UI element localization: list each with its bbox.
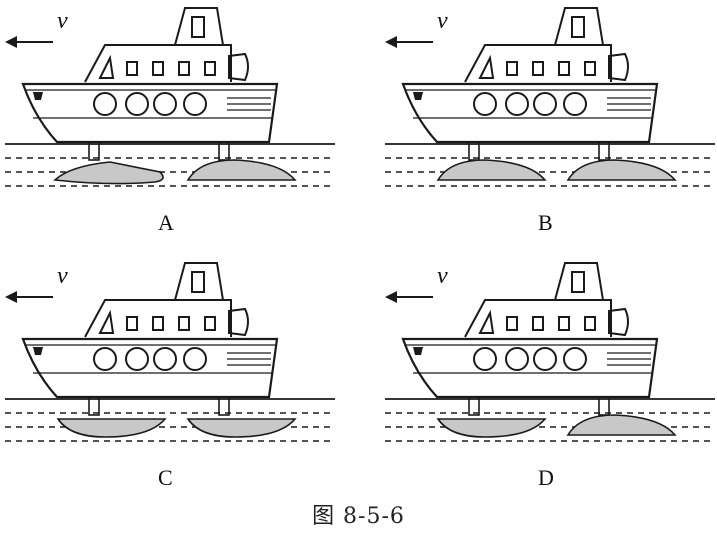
hydrofoil-front xyxy=(53,161,164,185)
cabin-triangle-window xyxy=(478,309,495,334)
ship-tower xyxy=(554,7,604,46)
foil-strut xyxy=(218,396,230,416)
cabin-window xyxy=(506,61,518,76)
panel-label: D xyxy=(538,465,554,490)
cabin-window xyxy=(558,61,570,76)
panel-label: A xyxy=(158,210,174,235)
panel-label: C xyxy=(158,465,173,490)
panel-a: v A xyxy=(5,0,345,245)
ship-hull xyxy=(21,337,279,399)
ship-tower xyxy=(554,262,604,301)
porthole xyxy=(505,347,529,371)
velocity-arrow-head xyxy=(5,36,17,48)
velocity-label: v xyxy=(57,263,68,289)
ship-cabin xyxy=(464,44,612,83)
cabin-window xyxy=(152,61,164,76)
porthole xyxy=(473,92,497,116)
ship-diagram xyxy=(385,7,715,187)
ship-hull xyxy=(401,82,659,144)
velocity-arrow-head xyxy=(5,291,17,303)
searchlight xyxy=(228,52,249,82)
ship-tower xyxy=(174,262,224,301)
cabin-window xyxy=(584,61,596,76)
anchor-mark xyxy=(413,92,423,100)
porthole xyxy=(125,347,149,371)
porthole xyxy=(125,92,149,116)
cabin-window xyxy=(584,316,596,331)
ship-diagram xyxy=(5,7,335,187)
hydrofoil-rear xyxy=(186,159,297,181)
cabin-window xyxy=(178,61,190,76)
porthole xyxy=(533,347,557,371)
hydrofoil-rear xyxy=(566,159,677,181)
cabin-window xyxy=(204,316,216,331)
porthole xyxy=(563,347,587,371)
ship-cabin xyxy=(464,299,612,338)
velocity-label: v xyxy=(437,8,448,34)
figure-caption: 图 8-5-6 xyxy=(312,504,405,529)
porthole xyxy=(93,347,117,371)
cabin-triangle-window xyxy=(98,309,115,334)
panel-label: B xyxy=(538,210,553,235)
porthole xyxy=(505,92,529,116)
porthole xyxy=(533,92,557,116)
velocity-arrow-head xyxy=(385,36,397,48)
hydrofoil-rear xyxy=(186,418,297,438)
searchlight xyxy=(608,307,629,337)
foil-strut xyxy=(88,141,100,161)
ship-cabin xyxy=(84,44,232,83)
panel-d: v D xyxy=(385,255,717,500)
panel-b: v B xyxy=(385,0,717,245)
searchlight xyxy=(608,52,629,82)
porthole xyxy=(183,92,207,116)
cabin-window xyxy=(178,316,190,331)
foil-strut xyxy=(88,396,100,416)
ship-tower xyxy=(174,7,224,46)
cabin-window xyxy=(204,61,216,76)
panel-c: v C xyxy=(5,255,345,500)
ship-cabin xyxy=(84,299,232,338)
cabin-window xyxy=(126,316,138,331)
porthole xyxy=(93,92,117,116)
tower-window xyxy=(571,271,585,293)
porthole xyxy=(183,347,207,371)
cabin-window xyxy=(558,316,570,331)
anchor-mark xyxy=(33,347,43,355)
searchlight xyxy=(228,307,249,337)
porthole xyxy=(153,347,177,371)
cabin-window xyxy=(532,316,544,331)
cabin-window xyxy=(532,61,544,76)
ship-diagram xyxy=(385,262,715,442)
hydrofoil-rear xyxy=(566,414,677,436)
velocity-label: v xyxy=(437,263,448,289)
hydrofoil-front xyxy=(436,159,547,181)
anchor-mark xyxy=(33,92,43,100)
ship-hull xyxy=(401,337,659,399)
cabin-triangle-window xyxy=(98,54,115,79)
porthole xyxy=(153,92,177,116)
cabin-window xyxy=(506,316,518,331)
velocity-label: v xyxy=(57,8,68,34)
porthole xyxy=(563,92,587,116)
cabin-window xyxy=(126,61,138,76)
foil-strut xyxy=(468,396,480,416)
velocity-arrow-head xyxy=(385,291,397,303)
hydrofoil-front xyxy=(436,418,547,438)
cabin-window xyxy=(152,316,164,331)
porthole xyxy=(473,347,497,371)
hydrofoil-front xyxy=(56,418,167,438)
anchor-mark xyxy=(413,347,423,355)
tower-window xyxy=(571,16,585,38)
tower-window xyxy=(191,271,205,293)
ship-diagram xyxy=(5,262,335,442)
cabin-triangle-window xyxy=(478,54,495,79)
ship-hull xyxy=(21,82,279,144)
tower-window xyxy=(191,16,205,38)
